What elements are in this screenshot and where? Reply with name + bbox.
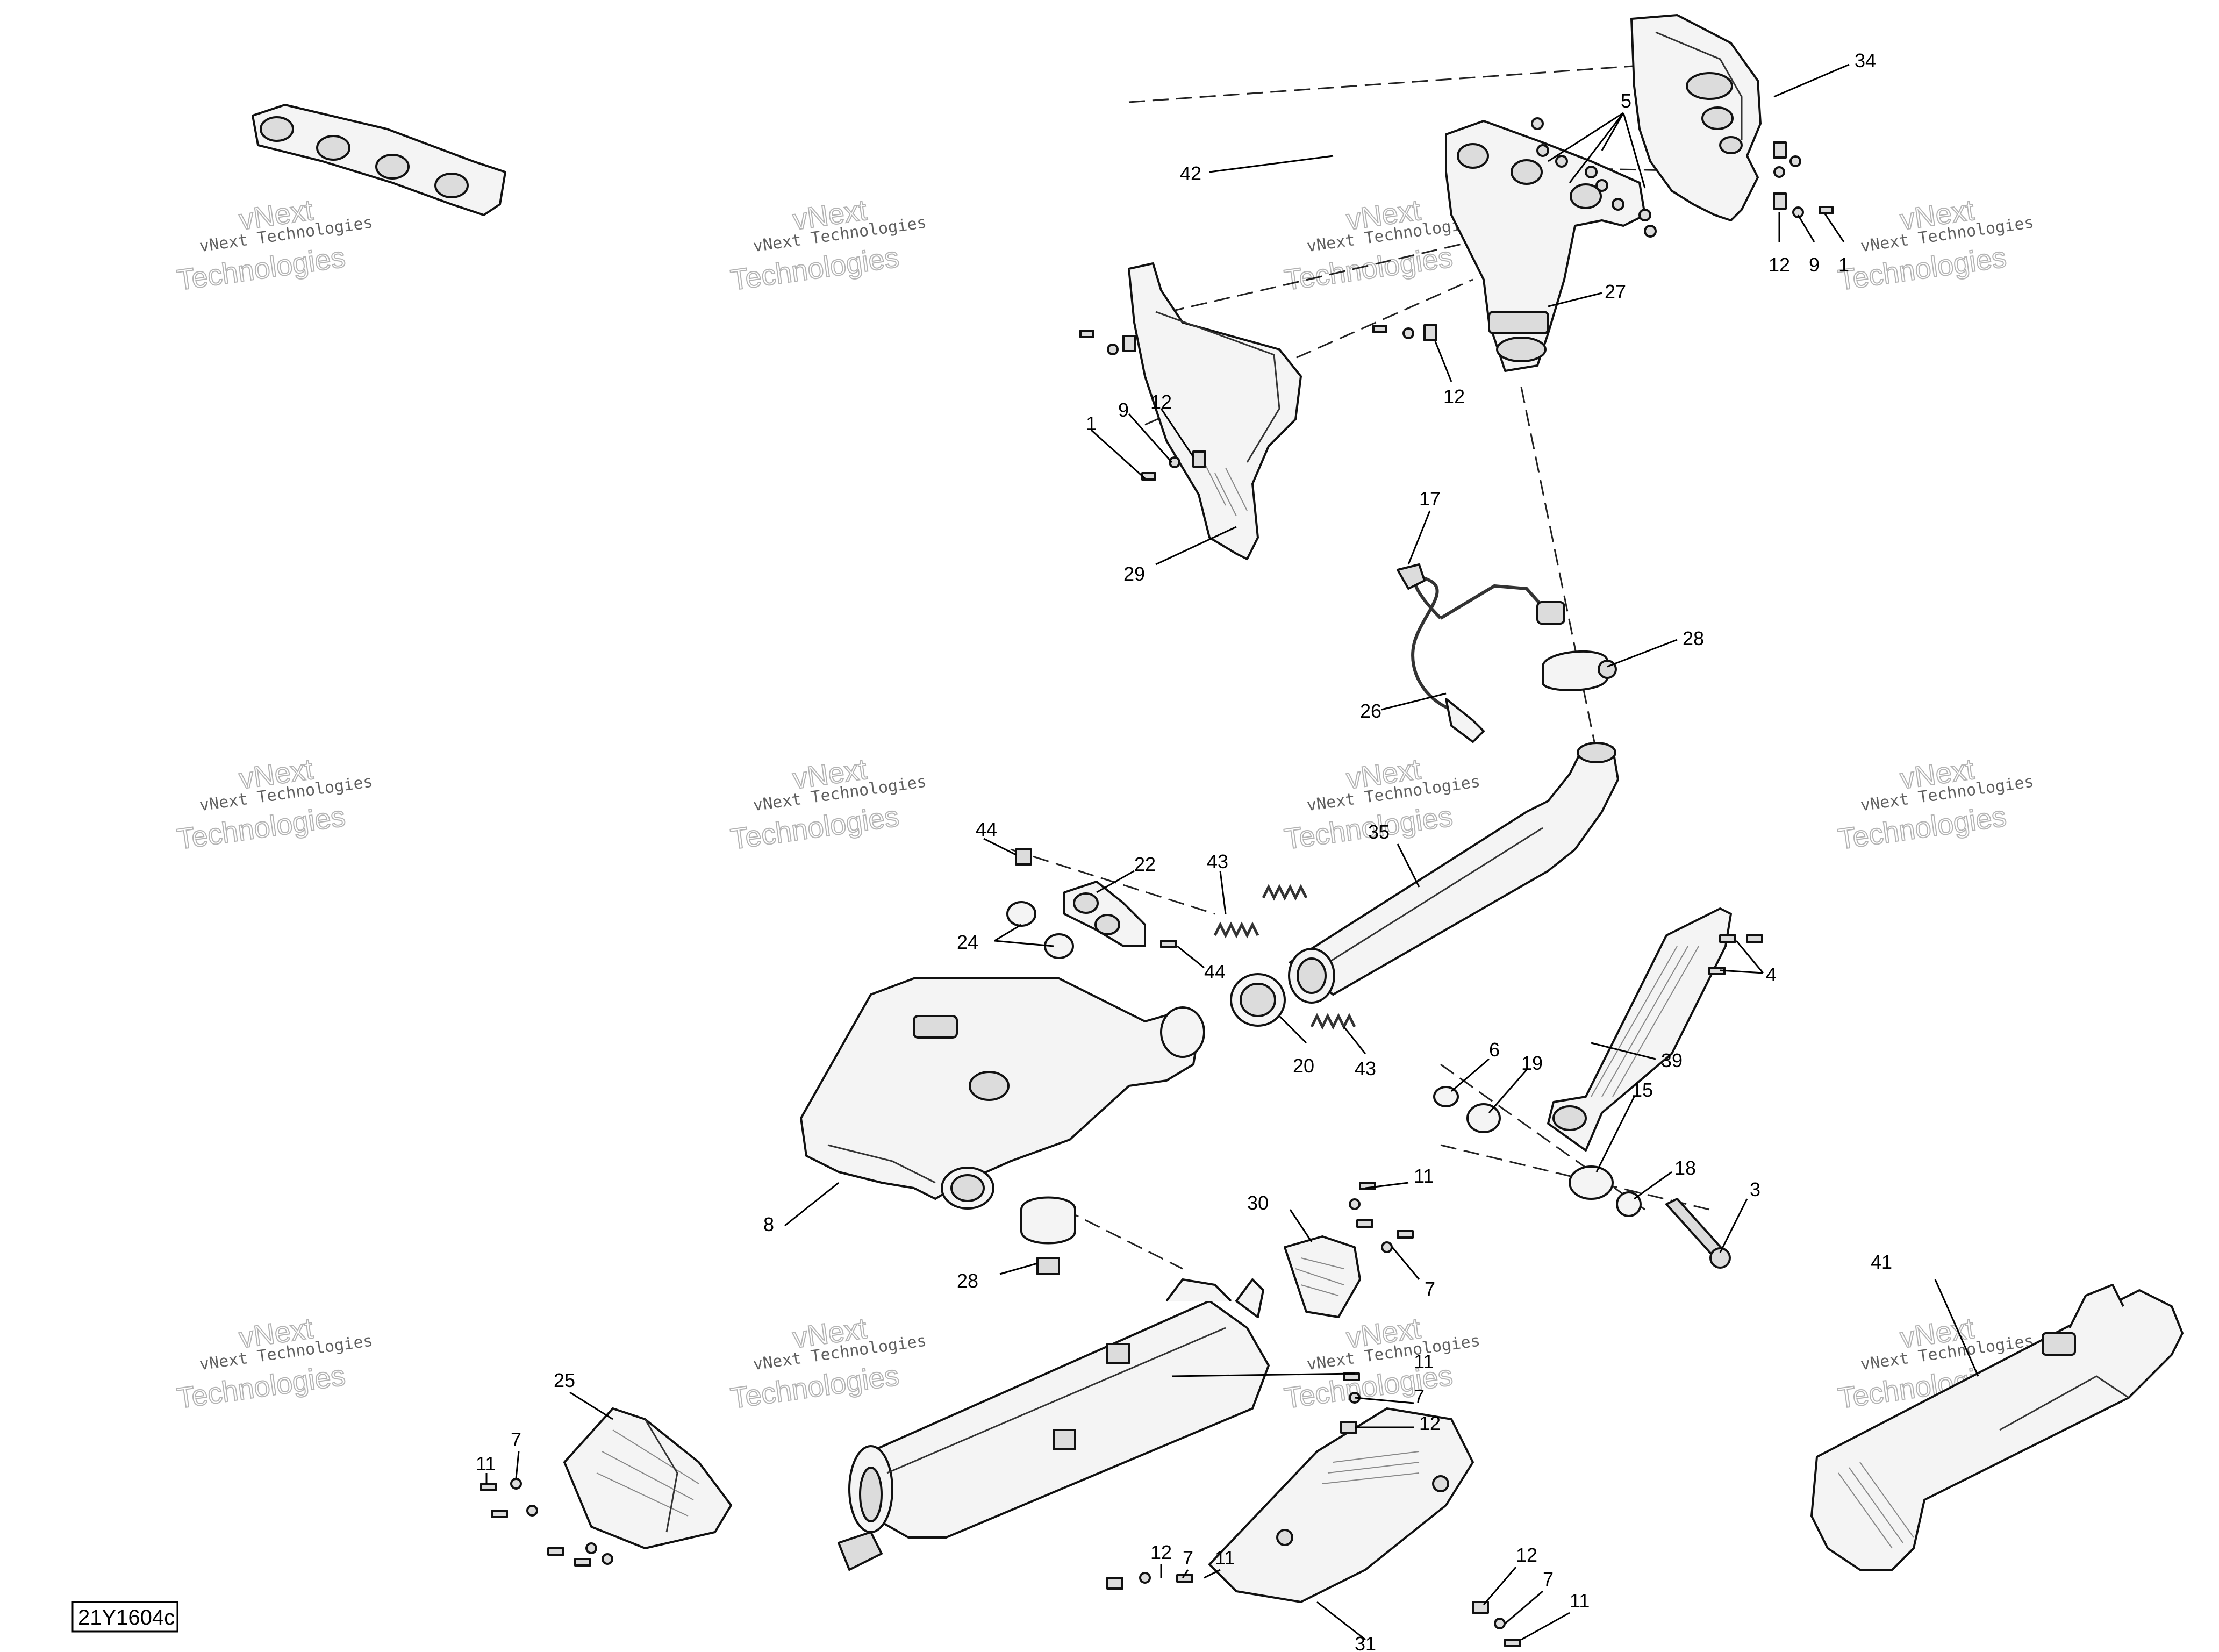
callout-24: 24 bbox=[957, 931, 978, 953]
callout-19: 19 bbox=[1521, 1052, 1543, 1074]
svg-text:21Y1604c: 21Y1604c bbox=[78, 1606, 175, 1629]
callout-34: 34 bbox=[1855, 49, 1876, 71]
callout-7-c: 7 bbox=[1414, 1385, 1425, 1407]
watermark-r2c1: vNext Technologies vNext Technologies bbox=[175, 753, 374, 856]
callout-11-e: 11 bbox=[1570, 1590, 1590, 1612]
callout-30: 30 bbox=[1247, 1192, 1269, 1214]
clip-17 bbox=[1397, 563, 1426, 590]
spring-43-upper bbox=[1213, 884, 1308, 939]
callout-7-b: 7 bbox=[511, 1428, 521, 1450]
callout-5: 5 bbox=[1621, 90, 1631, 112]
fasteners-top bbox=[1079, 117, 1834, 481]
callout-12-f: 12 bbox=[1516, 1544, 1537, 1566]
bushing-15-18-bolt-3 bbox=[1569, 1165, 1731, 1269]
callout-25: 25 bbox=[554, 1369, 575, 1391]
callout-8: 8 bbox=[763, 1213, 774, 1235]
exhaust-pipe-35 bbox=[1288, 742, 1619, 1004]
watermark-r1c4: vNext Technologies vNext Technologies bbox=[1836, 194, 2035, 297]
callouts: 34 5 42 12 9 1 27 12 1 9 12 29 17 28 26 … bbox=[476, 49, 1892, 1652]
heat-shield-31 bbox=[1208, 1407, 1474, 1603]
watermark-r2c4: vNext Technologies vNext Technologies bbox=[1836, 753, 2035, 856]
watermark-r1c1: vNext Technologies vNext Technologies bbox=[175, 194, 374, 297]
clamp-28-upper bbox=[1542, 650, 1617, 691]
hanger-39 bbox=[1547, 907, 1732, 1152]
callout-39: 39 bbox=[1661, 1049, 1683, 1071]
callout-1-a: 1 bbox=[1838, 254, 1849, 276]
callout-29: 29 bbox=[1123, 563, 1145, 585]
leader-lines bbox=[485, 63, 1979, 1641]
callout-12-a: 12 bbox=[1769, 254, 1790, 276]
end-cap-25 bbox=[563, 1407, 732, 1549]
washer-6-19 bbox=[1433, 1086, 1501, 1133]
callout-3: 3 bbox=[1750, 1178, 1760, 1200]
heat-shield-34 bbox=[1630, 14, 1762, 221]
clamp-28-lower bbox=[1020, 1196, 1076, 1275]
grommets-24 bbox=[1006, 901, 1074, 959]
callout-18: 18 bbox=[1674, 1157, 1696, 1179]
callout-27: 27 bbox=[1605, 281, 1626, 303]
watermark-r2c2: vNext Technologies vNext Technologies bbox=[728, 753, 928, 856]
exhaust-manifold-gasket-42 bbox=[252, 104, 506, 216]
callout-42: 42 bbox=[1180, 162, 1201, 184]
callout-1-b: 1 bbox=[1086, 412, 1097, 434]
callout-4: 4 bbox=[1766, 963, 1777, 985]
diagram-code-label: 21Y1604c bbox=[71, 1601, 178, 1633]
callout-11-c: 11 bbox=[1414, 1350, 1434, 1372]
callout-31: 31 bbox=[1355, 1633, 1376, 1652]
main-muffler bbox=[838, 1278, 1270, 1571]
callout-12-b: 12 bbox=[1443, 385, 1465, 407]
callout-12-d: 12 bbox=[1419, 1412, 1441, 1434]
callout-43-a: 43 bbox=[1207, 850, 1228, 873]
watermark-r3c1: vNext Technologies vNext Technologies bbox=[175, 1312, 374, 1415]
callout-7-d: 7 bbox=[1183, 1547, 1193, 1569]
callout-11-b: 11 bbox=[476, 1453, 496, 1475]
callout-7-e: 7 bbox=[1543, 1568, 1554, 1590]
callout-11-a: 11 bbox=[1414, 1165, 1434, 1187]
callout-12-e: 12 bbox=[1150, 1541, 1172, 1563]
oxygen-sensor-26 bbox=[1411, 575, 1565, 743]
callout-17: 17 bbox=[1419, 488, 1441, 510]
hanger-bracket-22 bbox=[1063, 881, 1146, 947]
heat-shield-30 bbox=[1284, 1235, 1361, 1318]
exhaust-manifold-27 bbox=[1445, 120, 1646, 372]
callout-28-b: 28 bbox=[957, 1270, 978, 1292]
watermarks: vNext Technologies vNext Technologies vN… bbox=[175, 194, 2035, 1415]
watermark-r3c3: vNext Technologies vNext Technologies bbox=[1282, 1312, 1481, 1415]
pre-muffler-8 bbox=[800, 977, 1205, 1210]
callout-22: 22 bbox=[1134, 853, 1156, 875]
spring-43-lower bbox=[1310, 1013, 1356, 1030]
callout-6: 6 bbox=[1489, 1039, 1500, 1061]
heat-shield-29 bbox=[1128, 262, 1302, 560]
callout-20: 20 bbox=[1293, 1055, 1314, 1077]
callout-44-b: 44 bbox=[1204, 961, 1226, 983]
callout-28-a: 28 bbox=[1683, 627, 1704, 649]
callout-35: 35 bbox=[1368, 821, 1390, 843]
callout-9-a: 9 bbox=[1809, 254, 1820, 276]
watermark-r1c2: vNext Technologies vNext Technologies bbox=[728, 194, 928, 297]
callout-26: 26 bbox=[1360, 700, 1381, 722]
watermark-r3c2: vNext Technologies vNext Technologies bbox=[728, 1312, 928, 1415]
callout-9-b: 9 bbox=[1118, 399, 1129, 421]
fasteners-bottom bbox=[480, 848, 1763, 1647]
callout-44-a: 44 bbox=[976, 818, 997, 840]
callout-41: 41 bbox=[1871, 1251, 1892, 1273]
callout-43-b: 43 bbox=[1355, 1057, 1376, 1079]
callout-15: 15 bbox=[1631, 1079, 1653, 1101]
callout-11-d: 11 bbox=[1215, 1547, 1235, 1569]
callout-7-a: 7 bbox=[1425, 1278, 1435, 1300]
assembled-muffler-41 bbox=[1810, 1284, 2184, 1571]
callout-12-c: 12 bbox=[1150, 391, 1172, 413]
gasket-20 bbox=[1230, 973, 1286, 1027]
